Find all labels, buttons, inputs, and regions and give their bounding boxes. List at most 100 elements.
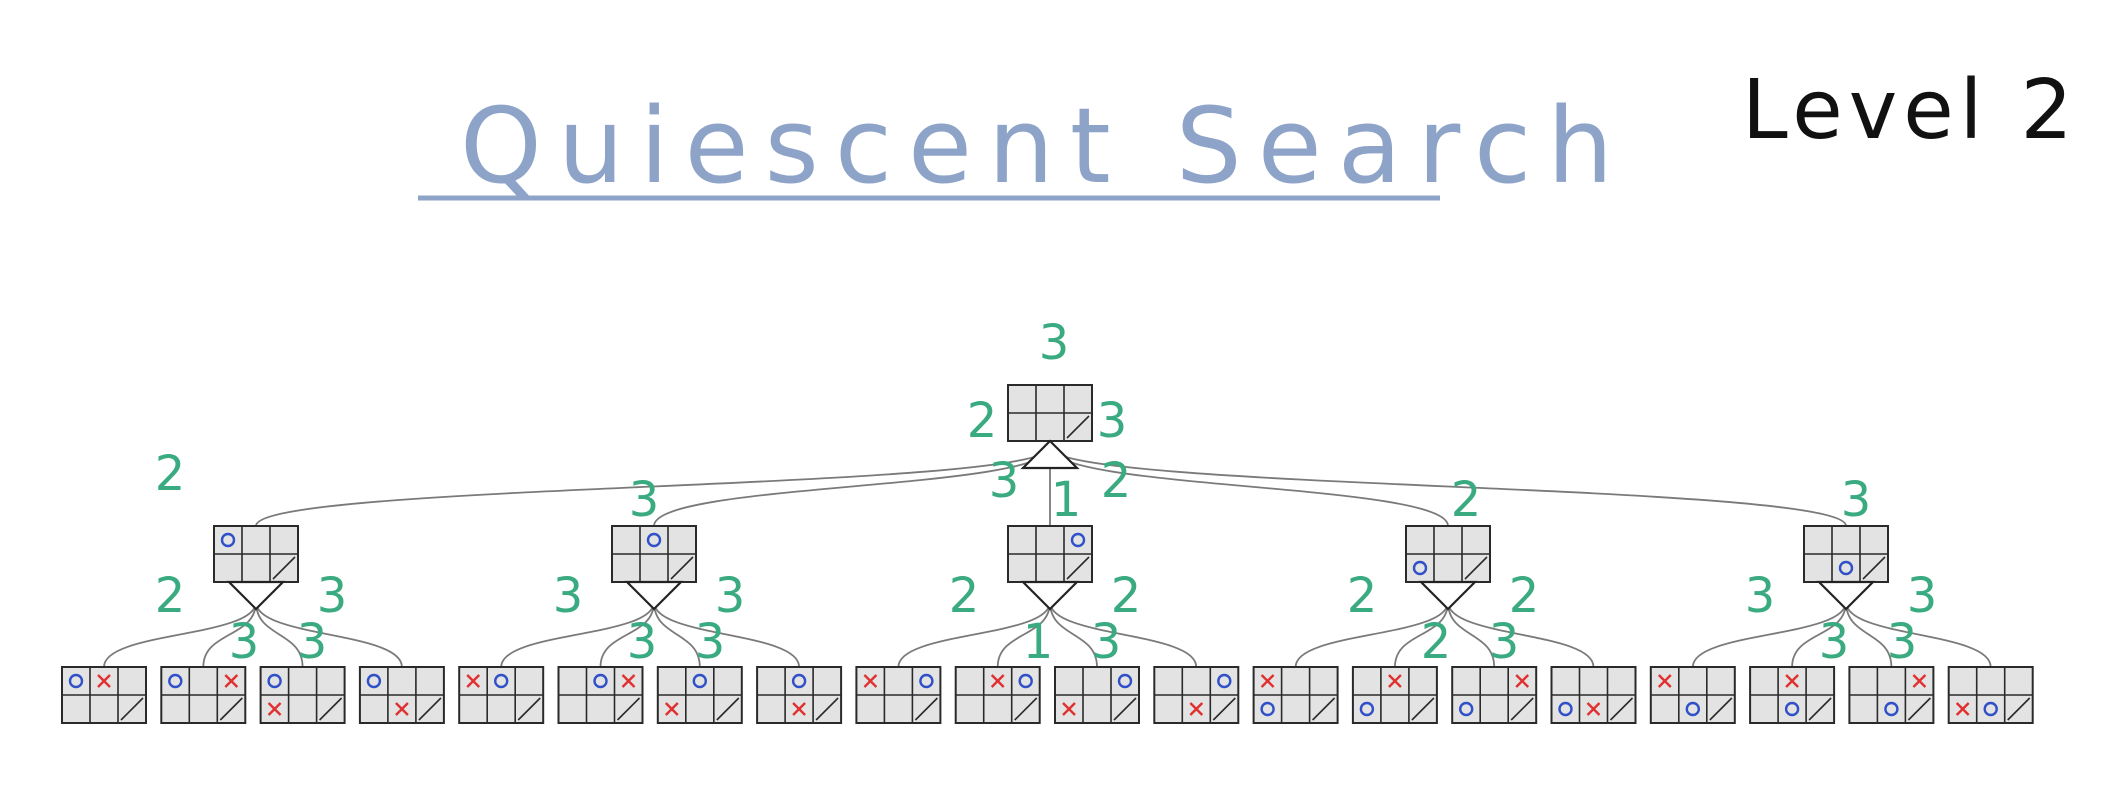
x-mark [863,674,878,688]
value-label: 3 [1819,614,1850,670]
x-mark [1260,674,1275,688]
value-label: 3 [317,568,348,624]
edge-child-leaf [1394,601,1449,668]
value-label: 3 [1097,393,1128,449]
x-stroke [1189,702,1204,716]
x-stroke [395,702,409,716]
value-label: 2 [949,568,980,624]
x-stroke [1657,674,1672,688]
x-mark [990,674,1005,688]
x-stroke [990,674,1005,688]
x-stroke [1062,702,1076,716]
o-mark [1260,701,1275,717]
edge-child-leaf [255,601,403,668]
min-triangle [1020,580,1080,611]
level-label: Level 2 [1742,63,2079,158]
x-stroke [1260,674,1275,688]
diagonal-slash [1709,697,1733,721]
diagonal-slash [319,697,343,721]
edge-child-leaf [1049,601,1198,668]
min-triangle [1816,580,1876,611]
value-label: 2 [1451,472,1482,528]
leaf-board [458,666,545,724]
diagonal-slash [1808,697,1832,721]
diagonal-slash [1464,556,1488,580]
level1-board [1007,525,1093,583]
o-mark [1117,673,1133,689]
x-stroke [664,702,679,716]
value-label: 3 [1091,614,1122,670]
o-mark [1458,701,1474,717]
x-mark [664,702,679,716]
edge-child-leaf [599,601,655,668]
leaf-board [1153,666,1240,724]
leaf-board [855,666,942,724]
o-mark [593,673,608,689]
edge-child-leaf [653,601,800,668]
value-label: 3 [1489,614,1520,670]
diagonal-slash [914,697,938,721]
o-mark [1412,560,1428,576]
leaf-board [1749,666,1836,724]
o-mark [168,673,183,689]
leaf-board [1054,666,1140,724]
edge-child-leaf [202,601,257,668]
value-label: 2 [1111,568,1142,624]
value-label: 3 [1745,568,1776,624]
leaf-board [259,666,346,724]
edge-child-leaf [1447,601,1595,668]
min-triangle [226,580,286,611]
value-label: 3 [627,614,658,670]
x-stroke [466,674,481,688]
value-label: 2 [967,393,998,449]
diagonal-slash [716,697,740,721]
diagonal-slash [1066,556,1090,580]
leaf-board [1649,666,1736,724]
min-triangle [624,580,684,611]
diagonal-slash [1014,697,1038,721]
diagonal-slash [418,697,442,721]
edge-child-leaf [1294,601,1449,668]
value-label: 2 [155,446,186,502]
value-label: 2 [155,568,186,624]
x-mark [1586,702,1601,716]
tree-nodes [61,384,2034,724]
o-mark [692,673,707,689]
value-label: 3 [1039,315,1070,371]
edge-child-leaf [996,601,1051,668]
value-label: 3 [695,614,726,670]
o-mark [1217,673,1232,689]
x-stroke [1515,674,1530,688]
diagonal-slash [1907,697,1931,721]
level1-board [1803,525,1889,583]
edge-root-child [1049,446,1847,527]
max-triangle [1020,439,1080,470]
o-mark [1685,701,1701,717]
o-mark [1558,701,1573,717]
x-mark [466,674,481,688]
value-label: 3 [1841,472,1872,528]
o-mark [68,673,84,689]
min-triangle [1418,580,1478,611]
x-mark [1657,674,1672,688]
o-mark [919,673,934,689]
x-stroke [1955,702,1970,716]
edge-child-leaf [103,601,257,668]
x-stroke [863,674,878,688]
diagonal-slash [1510,697,1534,721]
leaf-board [160,666,247,724]
x-mark [97,674,111,688]
diagonal-slash [219,697,243,721]
diagonal-slash [272,556,296,580]
root-board [1007,384,1093,442]
o-mark [1983,701,1998,717]
o-mark [494,673,509,689]
o-mark [646,532,662,548]
x-stroke [1912,674,1927,688]
edge-child-leaf [1845,601,1992,668]
leaf-board [61,666,147,724]
edge-child-leaf [1447,601,1496,668]
leaf-board [1848,666,1935,724]
